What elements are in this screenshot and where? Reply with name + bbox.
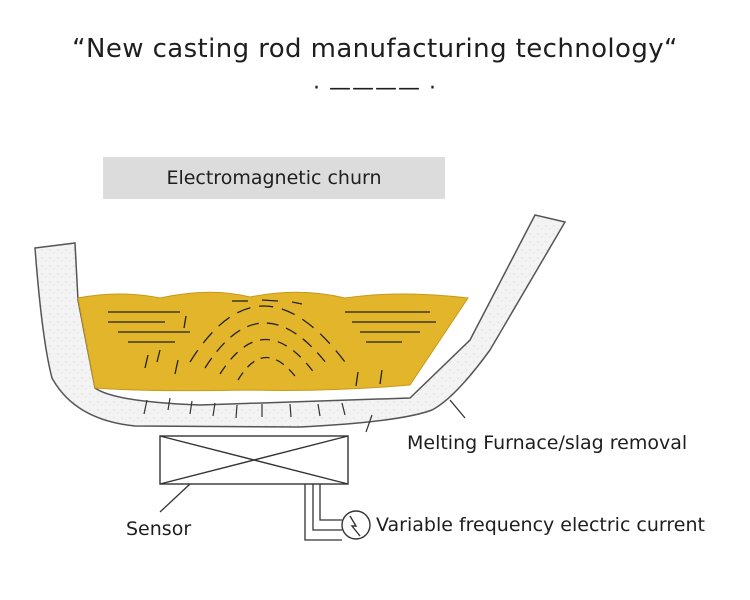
electromagnetic-churn-label: Electromagnetic churn [103, 157, 445, 199]
flow-lines [108, 299, 436, 387]
furnace-wall [34, 214, 567, 428]
current-label: Variable frequency electric current [376, 514, 705, 536]
title-decoration: · ———— · [313, 76, 437, 101]
sensor-box [159, 435, 349, 485]
molten-metal [77, 291, 469, 392]
leader-lines [159, 399, 466, 541]
churn-label-text: Electromagnetic churn [166, 167, 382, 189]
ac-source-icon [341, 510, 371, 540]
diagram-title: “New casting rod manufacturing technolog… [72, 34, 678, 64]
sensor-label: Sensor [126, 518, 192, 540]
furnace-label: Melting Furnace/slag removal [407, 432, 688, 454]
